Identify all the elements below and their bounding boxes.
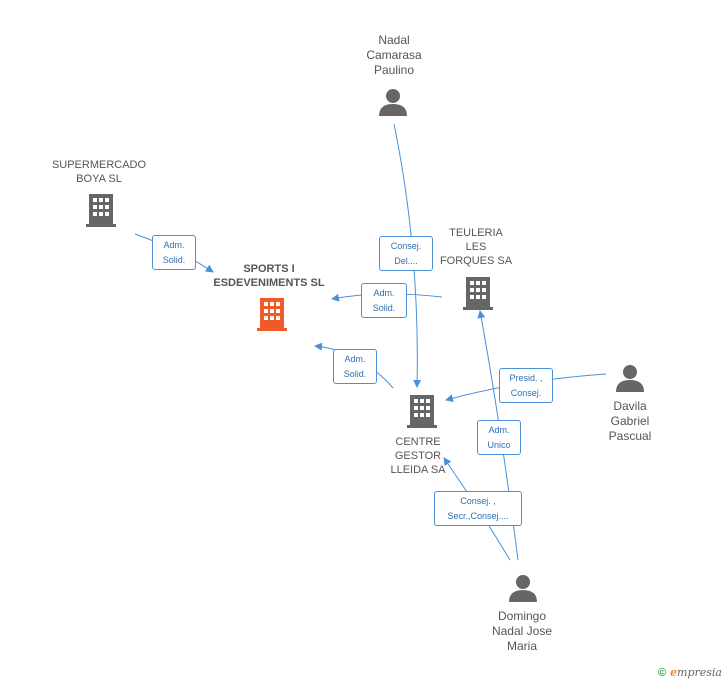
person-icon[interactable]	[616, 365, 644, 392]
node-label-sports[interactable]: SPORTS I ESDEVENIMENTS SL	[213, 263, 325, 289]
person-icon[interactable]	[509, 575, 537, 602]
building-icon[interactable]	[463, 277, 493, 310]
brand-footer: ©empresia	[658, 666, 722, 679]
node-label-centre[interactable]: CENTRE GESTOR LLEIDA SA	[390, 436, 446, 476]
node-label-davila[interactable]: Davila Gabriel Pascual	[608, 399, 652, 443]
edge-label[interactable]: Consej. , Secr.,Consej....	[434, 491, 522, 526]
edge-label[interactable]: Adm. Solid.	[152, 235, 196, 270]
edge-label[interactable]: Presid. , Consej.	[499, 368, 553, 403]
node-label-nadal[interactable]: Nadal Camarasa Paulino	[366, 33, 422, 77]
node-label-domingo[interactable]: Domingo Nadal Jose Maria	[491, 609, 553, 653]
building-icon[interactable]	[407, 395, 437, 428]
brand-logo: empresia	[670, 666, 722, 679]
node-label-teuleria[interactable]: TEULERIA LES FORQUES SA	[439, 227, 513, 267]
node-label-supermercado[interactable]: SUPERMERCADO BOYA SL	[51, 159, 147, 185]
edge-label[interactable]: Adm. Unico	[477, 420, 521, 455]
edge-label[interactable]: Adm. Solid.	[333, 349, 377, 384]
edge-label[interactable]: Adm. Solid.	[361, 283, 407, 318]
copyright-icon: ©	[657, 667, 667, 679]
building-icon[interactable]	[86, 194, 116, 227]
edge-label[interactable]: Consej. Del....	[379, 236, 433, 271]
person-icon[interactable]	[379, 89, 407, 116]
building-icon-focus[interactable]	[257, 298, 287, 331]
